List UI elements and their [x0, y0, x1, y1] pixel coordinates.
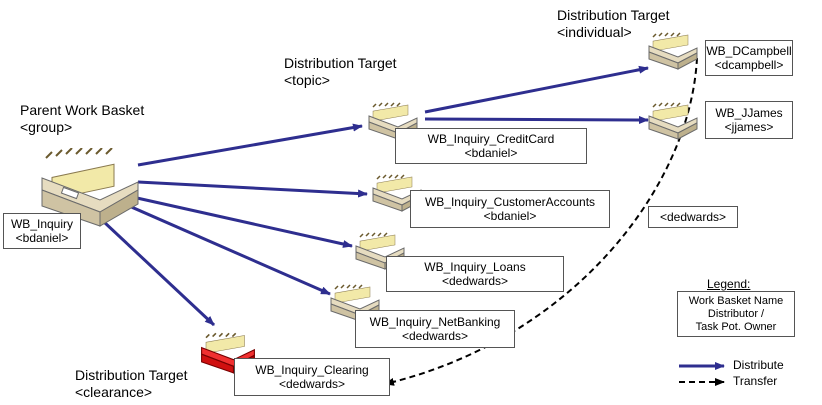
parent-basket-icon — [41, 148, 139, 227]
arrow-to-jjames — [424, 115, 649, 124]
basket-owner: <bdaniel> — [483, 209, 537, 223]
basket-box-jjames: WB_JJames <jjames> — [705, 101, 793, 139]
legend-box-line: Work Basket Name — [688, 294, 784, 307]
arrow-to-creditcard — [137, 123, 363, 167]
legend-transfer-label: Transfer — [733, 374, 778, 388]
arrow-to-netbanking — [119, 200, 331, 296]
basket-owner: <dedwards> — [278, 377, 346, 391]
basket-owner: <bdaniel> — [464, 146, 518, 160]
basket-owner: <dedwards> — [441, 274, 509, 288]
basket-owner: <dedwards> — [401, 329, 469, 343]
parent-heading-title: Parent Work Basket — [20, 102, 145, 118]
arrow-to-customeraccounts — [137, 180, 368, 198]
legend-distribute-label: Distribute — [733, 358, 784, 372]
basket-box-creditcard: WB_Inquiry_CreditCard <bdaniel> — [395, 128, 587, 164]
basket-box-customeraccounts: WB_Inquiry_CustomerAccounts <bdaniel> — [410, 190, 610, 228]
legend-box-line: Task Pot. Owner — [695, 320, 777, 333]
legend-box: Work Basket Name Distributor / Task Pot.… — [677, 291, 795, 337]
basket-name: WB_Inquiry — [10, 217, 74, 231]
basket-name: WB_Inquiry_CreditCard — [427, 132, 555, 146]
parent-heading: Parent Work Basket <group> — [20, 102, 144, 136]
basket-name: WB_JJames — [715, 106, 783, 120]
clearance-heading: Distribution Target <clearance> — [75, 367, 188, 401]
arrow-to-dcampbell — [424, 65, 649, 114]
basket-name: WB_DCampbell — [706, 44, 792, 58]
dcampbell-basket-icon — [648, 32, 698, 70]
transfer-owner-label: <dedwards> — [648, 206, 738, 228]
basket-owner: <bdaniel> — [15, 231, 69, 245]
individual-heading: Distribution Target <individual> — [557, 7, 670, 41]
topic-heading: Distribution Target <topic> — [284, 55, 397, 89]
topic-heading-sub: <topic> — [284, 72, 330, 88]
basket-owner: <dcampbell> — [714, 58, 784, 72]
basket-box-inquiry: WB_Inquiry <bdaniel> — [3, 213, 81, 249]
individual-heading-title: Distribution Target — [557, 7, 670, 23]
basket-box-dcampbell: WB_DCampbell <dcampbell> — [705, 40, 793, 76]
basket-name: WB_Inquiry_Clearing — [255, 363, 369, 377]
transfer-arrow — [384, 57, 698, 386]
arrow-to-loans — [127, 194, 353, 248]
basket-owner: <jjames> — [724, 120, 774, 134]
basket-name: WB_Inquiry_CustomerAccounts — [424, 195, 596, 209]
topic-heading-title: Distribution Target — [284, 55, 397, 71]
basket-name: WB_Inquiry_NetBanking — [369, 315, 501, 329]
individual-heading-sub: <individual> — [557, 24, 632, 40]
arrow-to-clearing — [102, 220, 216, 327]
basket-box-clearing: WB_Inquiry_Clearing <dedwards> — [234, 358, 390, 396]
parent-heading-sub: <group> — [20, 119, 73, 135]
jjames-basket-icon — [648, 102, 698, 140]
basket-name: WB_Inquiry_Loans — [424, 260, 526, 274]
legend-title: Legend: — [707, 277, 751, 291]
legend-box-line: Distributor / — [707, 307, 765, 320]
clearance-heading-sub: <clearance> — [75, 384, 153, 400]
basket-box-loans: WB_Inquiry_Loans <dedwards> — [386, 256, 564, 292]
clearance-heading-title: Distribution Target — [75, 367, 188, 383]
basket-box-netbanking: WB_Inquiry_NetBanking <dedwards> — [355, 310, 515, 348]
